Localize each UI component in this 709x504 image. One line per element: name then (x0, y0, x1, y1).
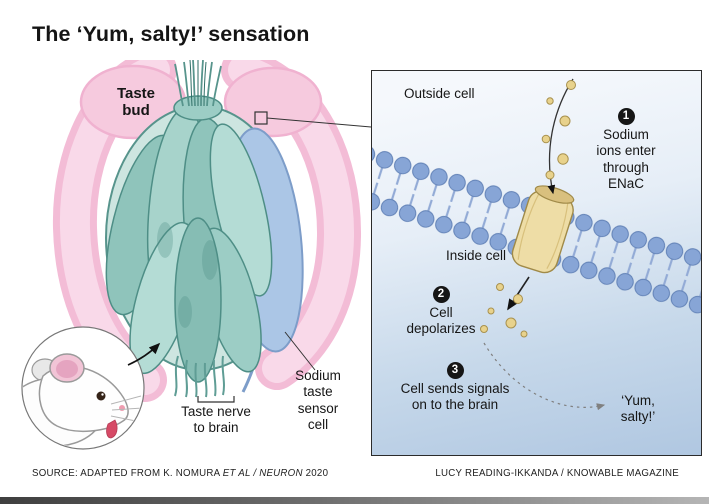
page-title: The ‘Yum, salty!’ sensation (32, 22, 310, 46)
mouse-illustration (21, 326, 145, 450)
sodium-ions-outside (541, 80, 576, 180)
inside-cell-label: Inside cell (446, 248, 507, 263)
depolarize-arrow (507, 276, 530, 311)
step-3-text: Cell sends signals on to the brain (400, 381, 510, 413)
step-3-badge: 3 (446, 362, 464, 379)
membrane-art (372, 78, 701, 411)
enac-channel (511, 185, 575, 274)
taste-bud-label: Taste bud (116, 85, 156, 119)
bottom-gradient-bar (0, 497, 709, 504)
microvilli-dark (189, 60, 207, 107)
mouse-eye (96, 391, 106, 401)
microvilli (174, 60, 222, 107)
source-italic: ET AL / NEURON (222, 468, 303, 479)
step-2-badge: 2 (432, 286, 450, 303)
zoom-connector-line (266, 117, 371, 128)
artist-credit: LUCY READING-IKKANDA / KNOWABLE MAGAZINE (435, 468, 679, 479)
membrane-zoom-panel: Outside cell Inside cell 1 Sodium ions e… (371, 70, 702, 456)
sodium-ions-inside (480, 283, 528, 338)
outside-cell-label: Outside cell (404, 86, 475, 101)
signal-dotted-arrow (483, 342, 606, 411)
taste-bud-body (105, 60, 304, 403)
step-2-text: Cell depolarizes (406, 305, 476, 337)
source-credit: SOURCE: ADAPTED FROM K. NOMURA ET AL / N… (32, 468, 328, 479)
taste-nerve-label: Taste nerve to brain (181, 404, 251, 436)
cell-nuclei (157, 222, 218, 328)
taste-bud-art (21, 60, 371, 450)
source-prefix: SOURCE: ADAPTED FROM K. NOMURA (32, 468, 223, 479)
nerve-bracket (197, 396, 235, 403)
step-2-annotation: 2 Cell depolarizes (382, 285, 500, 338)
step-1-annotation: 1 Sodium ions enter through ENaC (576, 107, 676, 193)
sodium-sensor-cell-label: Sodium taste sensor cell (295, 368, 341, 433)
taste-cells (105, 107, 273, 383)
step-1-badge: 1 (617, 108, 635, 125)
mouse-nose (119, 405, 125, 411)
step-1-text: Sodium ions enter through ENaC (596, 127, 656, 192)
mouse-to-bud-arrow (127, 342, 161, 366)
yum-salty-label: ‘Yum, salty!’ (620, 393, 656, 425)
nerve-fibers (174, 355, 225, 398)
source-suffix: 2020 (302, 468, 329, 479)
step-3-annotation: 3 Cell sends signals on to the brain (384, 361, 526, 414)
sensor-cell-pointer-line (284, 331, 316, 371)
mouse-tongue (106, 419, 118, 439)
